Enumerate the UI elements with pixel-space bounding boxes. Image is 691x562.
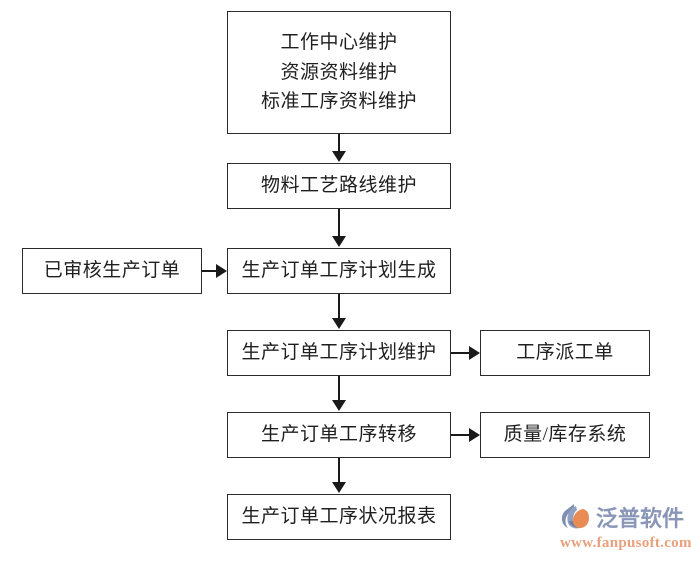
watermark-brand-row: 泛普软件 bbox=[560, 500, 686, 534]
flow-node-approved-order-label: 已审核生产订单 bbox=[43, 260, 181, 282]
flow-node-status-report-label: 生产订单工序状况报表 bbox=[241, 506, 437, 528]
flow-node-approved-order[interactable]: 已审核生产订单 bbox=[22, 248, 202, 294]
flow-node-plan-generate-label: 生产订单工序计划生成 bbox=[241, 260, 437, 282]
flow-node-basic-data-line-3: 标准工序资料维护 bbox=[260, 91, 417, 113]
watermark-url: www.fanpusoft.com bbox=[560, 535, 691, 551]
flow-node-basic-data-line-1: 工作中心维护 bbox=[280, 32, 398, 54]
flow-node-operation-transfer[interactable]: 生产订单工序转移 bbox=[227, 412, 451, 458]
flow-node-plan-maintain-label: 生产订单工序计划维护 bbox=[241, 342, 437, 364]
connector-plan-maintain-to-dispatch-order bbox=[451, 346, 480, 360]
connector-operation-transfer-to-qc-inventory bbox=[451, 428, 480, 442]
connector-routing-to-plan-generate bbox=[332, 209, 346, 247]
flow-node-plan-generate[interactable]: 生产订单工序计划生成 bbox=[227, 248, 451, 294]
flow-node-qc-inventory-system-label: 质量/库存系统 bbox=[503, 424, 627, 446]
flow-node-qc-inventory-system[interactable]: 质量/库存系统 bbox=[480, 412, 650, 458]
flow-node-plan-maintain[interactable]: 生产订单工序计划维护 bbox=[227, 330, 451, 376]
flow-node-status-report[interactable]: 生产订单工序状况报表 bbox=[227, 494, 451, 540]
connector-plan-maintain-to-operation-transfer bbox=[332, 376, 346, 411]
connector-basic-data-to-routing bbox=[332, 134, 346, 162]
flow-node-basic-data-line-2: 资源资料维护 bbox=[280, 61, 398, 83]
watermark-brand-name: 泛普软件 bbox=[596, 506, 685, 531]
flow-node-basic-data[interactable]: 工作中心维护 资源资料维护 标准工序资料维护 bbox=[227, 11, 451, 134]
flow-node-dispatch-order-label: 工序派工单 bbox=[516, 342, 614, 364]
flow-node-routing[interactable]: 物料工艺路线维护 bbox=[227, 163, 451, 209]
connector-operation-transfer-to-status-report bbox=[332, 458, 346, 493]
connector-plan-generate-to-plan-maintain bbox=[332, 294, 346, 329]
flow-node-routing-label: 物料工艺路线维护 bbox=[260, 175, 417, 197]
fanpu-swoosh-logo-icon bbox=[560, 502, 594, 532]
watermark: 泛普软件 www.fanpusoft.com bbox=[560, 500, 691, 556]
flow-node-dispatch-order[interactable]: 工序派工单 bbox=[480, 330, 650, 376]
flow-node-operation-transfer-label: 生产订单工序转移 bbox=[260, 424, 417, 446]
connector-approved-order-to-plan-generate bbox=[202, 264, 227, 278]
